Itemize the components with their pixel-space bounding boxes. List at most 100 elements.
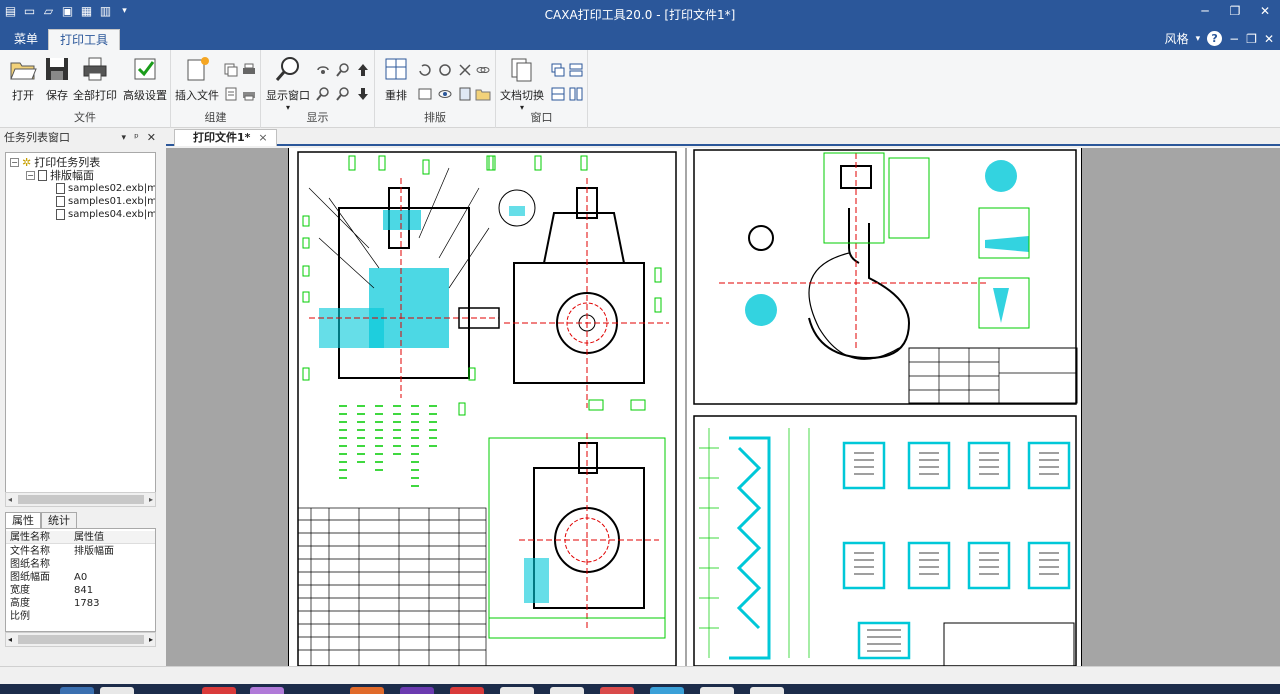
tab-statistics[interactable]: 统计 [41, 512, 77, 529]
doc-switch-dropdown-icon[interactable]: ▾ [519, 103, 524, 112]
taskbar-app-icon[interactable] [550, 687, 584, 694]
quick-access-toolbar: ▤ ▭ ▱ ▣ ▦ ▥ ▾ [4, 5, 131, 18]
folder-add-icon[interactable] [475, 86, 491, 102]
rotate-icon[interactable] [417, 62, 433, 78]
tab-close-icon[interactable]: × [258, 131, 268, 144]
task-pane-title: 任务列表窗口 [4, 131, 70, 144]
tree-root[interactable]: − ✲ 打印任务列表 [10, 156, 101, 169]
pan-icon[interactable] [315, 62, 331, 78]
eye-icon[interactable] [437, 86, 453, 102]
tree-horizontal-scrollbar[interactable]: ◂ ▸ [5, 492, 156, 507]
ribbon-minimize-icon[interactable]: − [1229, 31, 1240, 46]
printer-small-icon[interactable] [241, 86, 257, 102]
open-folder-icon[interactable]: ▱ [43, 4, 54, 18]
link-icon[interactable] [475, 62, 491, 78]
scroll-right-icon[interactable]: ▸ [148, 495, 153, 504]
scroll-thumb[interactable] [18, 635, 144, 644]
zoom-in-icon[interactable] [315, 86, 331, 102]
refresh-icon[interactable] [437, 62, 453, 78]
taskbar-app-icon[interactable] [60, 687, 94, 694]
minimize-icon[interactable]: ─ [1201, 4, 1209, 18]
taskbar-app-icon[interactable] [600, 687, 634, 694]
taskbar-app-icon[interactable] [500, 687, 534, 694]
scroll-thumb[interactable] [18, 495, 144, 504]
insert-file-button[interactable]: 插入文件 [175, 55, 219, 103]
taskbar-app-icon[interactable] [650, 687, 684, 694]
zoom-icon[interactable] [335, 62, 351, 78]
property-horizontal-scrollbar[interactable]: ◂ ▸ [5, 632, 156, 647]
taskbar-app-icon[interactable] [400, 687, 434, 694]
scroll-right-icon[interactable]: ▸ [148, 635, 153, 644]
tile-vertical-icon[interactable] [568, 86, 584, 102]
rearrange-button[interactable]: 重排 [381, 55, 411, 103]
gearbox-front-view [486, 155, 669, 411]
task-list-icon: ✲ [22, 156, 32, 169]
tree-file-item[interactable]: samples04.exb|model [56, 208, 155, 221]
style-menu[interactable]: 风格 [1164, 32, 1189, 46]
advanced-settings-button[interactable]: 高级设置 [122, 55, 168, 103]
print-all-button[interactable]: 全部打印 [73, 55, 117, 103]
collapse-icon[interactable]: − [10, 158, 19, 167]
close-icon[interactable]: ✕ [1259, 4, 1271, 18]
scroll-left-icon[interactable]: ◂ [8, 635, 13, 644]
pane-close-icon[interactable]: ✕ [146, 131, 156, 144]
taskbar-app-icon[interactable] [350, 687, 384, 694]
tree-layout-node[interactable]: − 排版幅面 [26, 169, 94, 182]
save-button[interactable]: 保存 [42, 55, 72, 103]
taskbar-app-icon[interactable] [750, 687, 784, 694]
new-file-icon[interactable]: ▭ [23, 4, 36, 18]
print-sheet-icon[interactable] [241, 62, 257, 78]
arrow-up-icon[interactable] [355, 62, 371, 78]
open-button[interactable]: 打开 [6, 55, 40, 103]
print-preview-canvas[interactable] [166, 148, 1280, 666]
print-icon[interactable]: ▥ [99, 4, 112, 18]
window-icon[interactable] [417, 86, 433, 102]
taskbar-app-icon[interactable] [100, 687, 134, 694]
style-dropdown-icon[interactable]: ▾ [1195, 33, 1201, 44]
drawing-frame-stairs[interactable] [693, 415, 1077, 666]
taskbar-app-icon[interactable] [202, 687, 236, 694]
taskbar-app-icon[interactable] [450, 687, 484, 694]
ribbon-restore-icon[interactable]: ❐ [1246, 31, 1257, 46]
drawing-frame-hook[interactable] [693, 149, 1077, 405]
property-row[interactable]: 图纸名称 [10, 559, 50, 570]
cut-icon[interactable] [457, 62, 473, 78]
ribbon-close-icon[interactable]: ✕ [1263, 31, 1274, 46]
arrow-down-icon[interactable] [355, 86, 371, 102]
zoom-out-icon[interactable] [335, 86, 351, 102]
sheet-icon[interactable] [457, 86, 473, 102]
page-setup-icon[interactable] [223, 86, 239, 102]
pin-icon[interactable]: ᵖ [134, 131, 139, 144]
taskbar-app-icon[interactable] [250, 687, 284, 694]
property-row[interactable]: 比例 [10, 611, 30, 622]
tab-document[interactable]: 打印文件1*× [174, 129, 277, 146]
show-window-button[interactable]: 显示窗口 ▾ [265, 55, 311, 112]
property-row[interactable]: 文件名称排版幅面 [10, 546, 114, 557]
tab-properties[interactable]: 属性 [5, 512, 41, 529]
scroll-left-icon[interactable]: ◂ [8, 495, 13, 504]
tab-print-tools[interactable]: 打印工具 [48, 29, 121, 50]
maximize-icon[interactable]: ❐ [1229, 4, 1241, 18]
collapse-icon[interactable]: − [26, 171, 35, 180]
tree-file-item[interactable]: samples01.exb|model [56, 195, 155, 208]
copy-sheet-icon[interactable] [223, 62, 239, 78]
taskbar-app-icon[interactable] [700, 687, 734, 694]
tile-horizontal-icon[interactable] [568, 62, 584, 78]
layout-sheet[interactable] [288, 148, 1082, 666]
drawing-frame-gearbox[interactable] [297, 151, 677, 666]
cascade-windows-icon[interactable] [550, 62, 566, 78]
customize-dropdown-icon[interactable]: ▾ [122, 6, 127, 16]
save-icon[interactable]: ▣ [61, 4, 74, 18]
tile-grid-icon[interactable] [550, 86, 566, 102]
pane-dropdown-icon[interactable]: ▾ [121, 133, 127, 143]
show-window-dropdown-icon[interactable]: ▾ [285, 103, 290, 112]
task-tree[interactable]: − ✲ 打印任务列表 − 排版幅面 samples02.exb|model sa… [5, 152, 156, 507]
tab-menu[interactable]: 菜单 [14, 32, 39, 46]
tree-file-item[interactable]: samples02.exb|model [56, 182, 155, 195]
help-icon[interactable]: ? [1207, 31, 1223, 46]
doc-switch-button[interactable]: 文档切换 ▾ [500, 55, 544, 112]
save-as-icon[interactable]: ▦ [80, 4, 93, 18]
